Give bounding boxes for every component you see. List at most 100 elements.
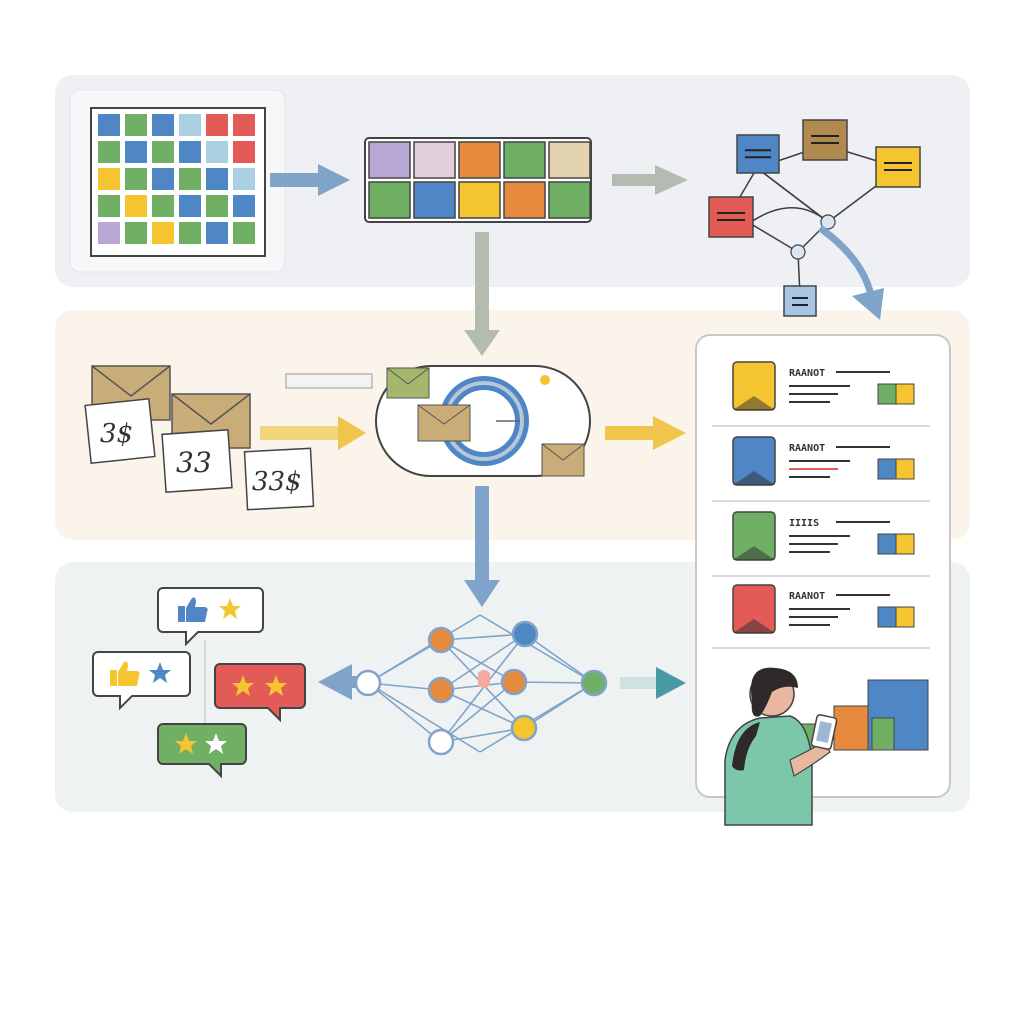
feedback-bubbles	[92, 587, 306, 779]
graph-card	[783, 285, 817, 317]
network-node	[510, 714, 538, 742]
grid-cell	[152, 168, 174, 190]
result-item: IIIIS	[712, 511, 930, 577]
grid-cell	[125, 195, 147, 217]
grid-cell	[125, 141, 147, 163]
grid-cell	[206, 222, 228, 244]
grid-cell	[152, 195, 174, 217]
envelope-icon	[386, 367, 430, 399]
table-cell	[368, 141, 411, 179]
grid-cell	[206, 168, 228, 190]
arrow-cycle-to-network	[464, 486, 500, 607]
grid-cell	[152, 222, 174, 244]
graph-card	[736, 134, 780, 174]
grid-cell	[152, 141, 174, 163]
color-grid-icon	[69, 89, 286, 273]
result-title: IIIIS	[789, 518, 819, 529]
envelope-icon	[417, 404, 471, 442]
star-icon	[232, 675, 254, 696]
grid-cell	[233, 114, 255, 136]
result-title: RAANOT	[789, 443, 825, 454]
table-cell	[548, 181, 591, 219]
grid-cell	[152, 114, 174, 136]
money-note: 33	[161, 428, 233, 494]
person-with-phone-icon	[724, 667, 929, 826]
review-bubble	[214, 663, 306, 723]
table-cell	[368, 181, 411, 219]
grid-cell	[125, 114, 147, 136]
graph-node	[790, 244, 806, 260]
grid-cell	[233, 141, 255, 163]
grid-cell	[206, 141, 228, 163]
graph-card	[875, 146, 921, 188]
star-icon	[175, 733, 197, 754]
knowledge-graph-icon	[708, 119, 921, 320]
grid-cell	[125, 222, 147, 244]
star-icon	[219, 598, 241, 619]
network-node	[500, 668, 528, 696]
money-note: 33$	[243, 447, 315, 511]
network-node	[427, 626, 455, 654]
result-title: RAANOT	[789, 591, 825, 602]
grid-cell	[206, 195, 228, 217]
input-bar	[285, 373, 373, 389]
table-cell	[413, 141, 456, 179]
result-item: RAANOT	[712, 361, 930, 427]
network-node	[427, 728, 455, 756]
processing-cycle-icon	[375, 365, 591, 477]
grid-cell	[98, 141, 120, 163]
network-node	[354, 669, 382, 697]
result-title: RAANOT	[789, 368, 825, 379]
arrow-network-to-person	[620, 667, 686, 699]
money-note-label: 3$	[100, 419, 133, 449]
result-item: RAANOT	[732, 584, 915, 634]
grid-cell	[179, 222, 201, 244]
table-cell	[503, 141, 546, 179]
grid-cell	[179, 195, 201, 217]
grid-cell	[179, 114, 201, 136]
network-node	[427, 676, 455, 704]
grid-cell	[233, 222, 255, 244]
table-cell	[413, 181, 456, 219]
money-note: 3$	[84, 397, 156, 465]
grid-cell	[125, 168, 147, 190]
thumbs-up-icon	[110, 661, 140, 686]
result-badge	[877, 458, 897, 480]
table-cell	[503, 181, 546, 219]
result-badge	[877, 606, 897, 628]
grid-cell	[206, 114, 228, 136]
arrow-grid-to-table	[270, 164, 350, 196]
star-icon	[265, 675, 287, 696]
arrow-money-to-cycle	[260, 416, 366, 450]
arrow-cycle-to-results	[605, 416, 686, 450]
table-cell	[548, 141, 591, 179]
arrow-table-to-cycle	[464, 232, 500, 356]
data-table-icon	[364, 137, 592, 223]
table-cell	[458, 141, 501, 179]
grid-cell	[233, 168, 255, 190]
arrow-table-to-graph	[612, 165, 688, 195]
result-badge	[877, 383, 897, 405]
result-item: RAANOT	[712, 436, 930, 502]
neural-network-icon	[354, 614, 608, 756]
money-note-label: 33	[176, 446, 212, 479]
grid-cell	[98, 222, 120, 244]
grid-cell	[179, 141, 201, 163]
star-icon	[149, 662, 171, 683]
graph-card	[708, 196, 754, 238]
graph-node	[820, 214, 836, 230]
grid-cell	[233, 195, 255, 217]
envelope-icon	[541, 443, 585, 477]
graph-card	[802, 119, 848, 161]
network-node	[511, 620, 539, 648]
grid-cell	[179, 168, 201, 190]
table-cell	[458, 181, 501, 219]
grid-cell	[98, 114, 120, 136]
result-badge	[877, 533, 897, 555]
review-bubble	[157, 723, 247, 779]
thumbs-up-icon	[178, 597, 208, 622]
review-bubble	[92, 651, 191, 711]
grid-cell	[98, 168, 120, 190]
envelopes-and-money: 3$ 33 33$	[84, 365, 315, 511]
